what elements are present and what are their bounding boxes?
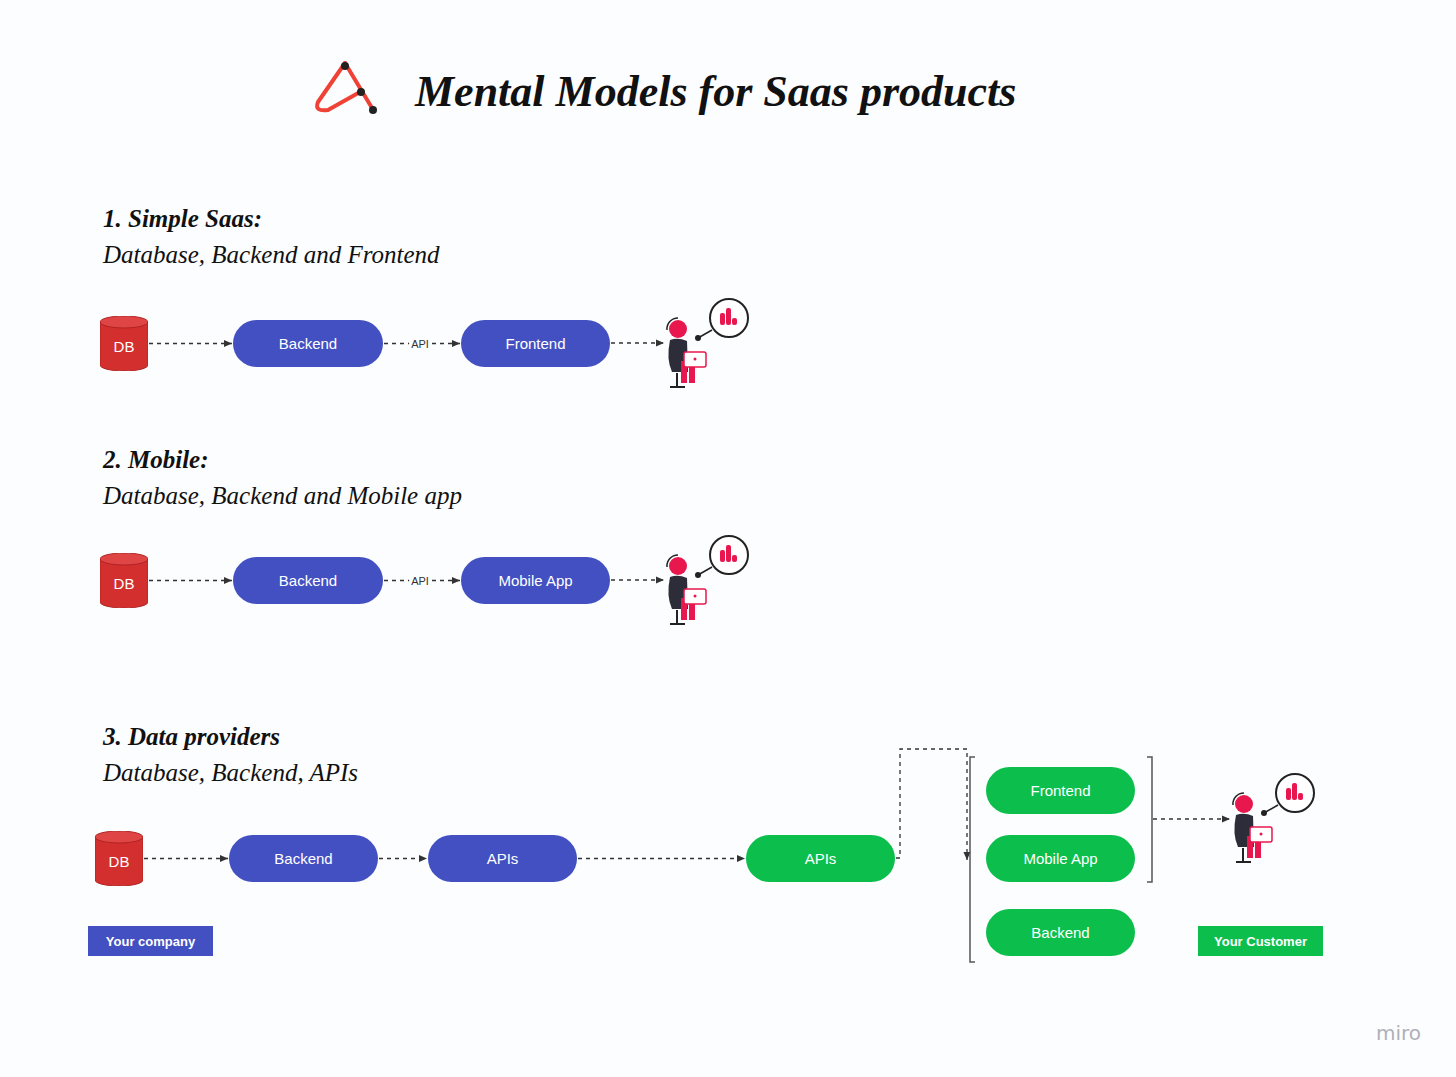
node-label: Frontend — [1030, 782, 1090, 799]
node-label: Mobile App — [1023, 850, 1097, 867]
user-figure — [667, 299, 748, 387]
node-label: Your company — [106, 934, 195, 949]
customer-process-box: APIs — [746, 835, 895, 882]
section-subheading: Database, Backend and Frontend — [103, 240, 440, 270]
dashed-connector — [144, 858, 228, 859]
user-arrow — [1153, 818, 1230, 819]
node-label: Mobile App — [498, 572, 572, 589]
process-box: Frontend — [461, 320, 610, 367]
user-arrow — [611, 342, 664, 343]
connector-label: API — [409, 338, 431, 350]
customer-process-box: Mobile App — [986, 835, 1135, 882]
user-figure — [1233, 774, 1314, 862]
owner-tag: Your company — [88, 926, 213, 956]
bracket — [970, 757, 975, 962]
dashed-connector — [149, 580, 232, 581]
logo-stroke — [345, 63, 372, 108]
node-label: APIs — [487, 850, 519, 867]
process-box: Backend — [233, 557, 383, 604]
section-heading: 1. Simple Saas: — [103, 204, 262, 234]
section-heading: 3. Data providers — [103, 722, 280, 752]
cylinder-body — [100, 559, 148, 608]
node-label: DB — [114, 332, 135, 355]
customer-process-box: Backend — [986, 909, 1135, 956]
diagram-title: Mental Models for Saas products — [415, 64, 1016, 120]
node-label: Backend — [1031, 924, 1089, 941]
logo-dot — [357, 88, 365, 96]
node-label: DB — [114, 569, 135, 592]
node-label: Backend — [279, 572, 337, 589]
user-arrow — [611, 579, 664, 580]
dashed-connector — [578, 858, 745, 859]
node-label: APIs — [805, 850, 837, 867]
node-label: Your Customer — [1214, 934, 1307, 949]
process-box: Backend — [229, 835, 378, 882]
process-box: Mobile App — [461, 557, 610, 604]
section-subheading: Database, Backend and Mobile app — [103, 481, 462, 511]
cylinder-body — [95, 837, 143, 886]
bracket — [1147, 757, 1152, 882]
section-heading: 2. Mobile: — [103, 445, 209, 475]
customer-process-box: Frontend — [986, 767, 1135, 814]
logo-dot — [341, 62, 349, 70]
cylinder-top — [95, 831, 143, 843]
cylinder-top — [100, 316, 148, 328]
database-cylinder: DB — [100, 553, 148, 608]
node-label: Backend — [279, 335, 337, 352]
cylinder-body — [100, 322, 148, 371]
database-cylinder: DB — [95, 831, 143, 886]
database-cylinder: DB — [100, 316, 148, 371]
logo-stroke — [317, 63, 360, 110]
process-box: APIs — [428, 835, 577, 882]
user-figure — [667, 536, 748, 624]
cylinder-top — [100, 553, 148, 565]
dashed-connector — [149, 343, 232, 344]
fanout-arrow — [896, 749, 967, 860]
logo — [317, 62, 377, 114]
node-label: DB — [109, 847, 130, 870]
node-label: Frontend — [505, 335, 565, 352]
process-box: Backend — [233, 320, 383, 367]
node-label: Backend — [274, 850, 332, 867]
logo-dot — [369, 106, 377, 114]
connector-label: API — [409, 575, 431, 587]
dashed-connector — [379, 858, 427, 859]
section-subheading: Database, Backend, APIs — [103, 758, 358, 788]
watermark: miro — [1376, 1021, 1421, 1045]
owner-tag: Your Customer — [1198, 926, 1323, 956]
